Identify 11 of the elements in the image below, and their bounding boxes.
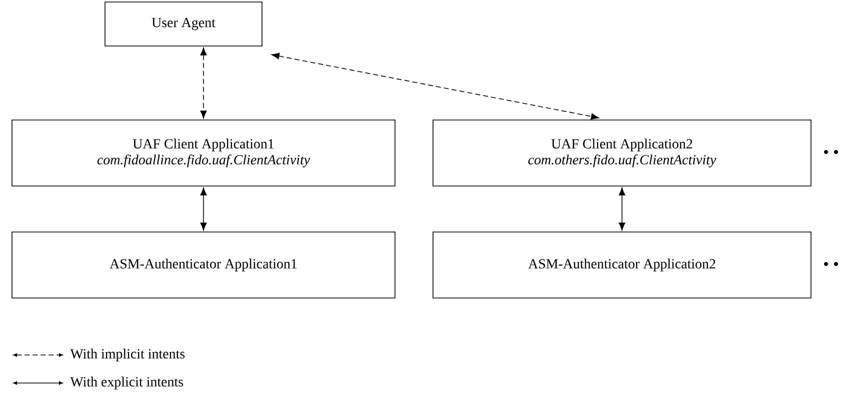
arrow	[272, 52, 599, 120]
process-box: User Agent	[104, 2, 262, 46]
legend-text: With implicit intents	[70, 348, 185, 362]
process-box: UAF Client Application2 com.others.fido.uaf.ClientActivity	[432, 120, 812, 186]
process-box: UAF Client Application1 com.fidoallince.fido.uaf.ClientActivity	[12, 120, 396, 186]
arrow	[618, 188, 626, 230]
process-box: ASM-Authenticator Application2	[432, 232, 812, 298]
process-box: ASM-Authenticator Application1	[12, 232, 396, 298]
arrow	[200, 48, 207, 118]
legend-text: With explicit intents	[70, 376, 184, 390]
arrow	[200, 188, 207, 230]
